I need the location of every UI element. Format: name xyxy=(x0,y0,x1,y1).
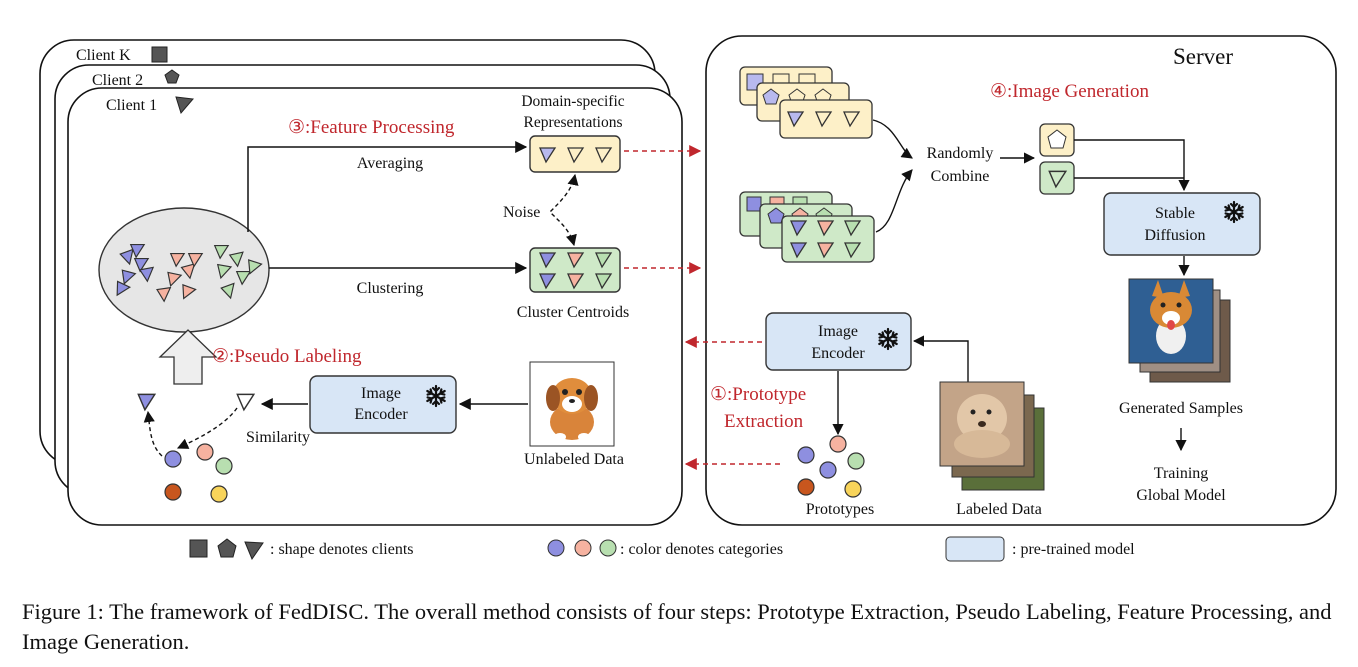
domain-specific-label-line2: Representations xyxy=(523,114,622,131)
legend-pretrained-label: : pre-trained model xyxy=(1012,541,1135,558)
client-encoder-label-line2: Encoder xyxy=(354,406,408,423)
assign-label-arrow xyxy=(143,410,163,457)
randomly-combine-label-line2: Combine xyxy=(931,168,990,185)
training-label-line2: Global Model xyxy=(1136,487,1226,504)
pseudo-label-up-arrow xyxy=(158,329,218,385)
similarity-arrow xyxy=(176,407,238,449)
legend-colors-label: : color denotes categories xyxy=(620,541,783,558)
legend xyxy=(189,536,1005,562)
stable-diffusion-label-line1: Stable xyxy=(1155,205,1195,222)
legend-shapes-label: : shape denotes clients xyxy=(270,541,414,558)
unlabeled-data-label: Unlabeled Data xyxy=(524,451,624,468)
step2-pseudo-labeling-label: ②:Pseudo Labeling xyxy=(212,346,362,367)
client-image-encoder xyxy=(309,375,457,434)
generated-samples-label: Generated Samples xyxy=(1119,400,1243,417)
server-encoder-label-line1: Image xyxy=(818,323,858,340)
similarity-label: Similarity xyxy=(246,429,310,446)
step1-prototype-label-line2: Extraction xyxy=(724,411,804,432)
randomly-combine-label-line1: Randomly xyxy=(927,145,994,162)
step3-feature-processing-label: ③:Feature Processing xyxy=(288,117,455,138)
stable-diffusion-box xyxy=(1103,192,1261,256)
labeled-data-label: Labeled Data xyxy=(956,501,1042,518)
client-2-label: Client 2 xyxy=(92,72,143,89)
server-prototypes xyxy=(797,435,865,498)
client-prototypes xyxy=(164,443,233,503)
pair-to-diffusion-arrow-a xyxy=(1074,139,1190,192)
server-image-encoder xyxy=(765,312,912,371)
centroid-stack xyxy=(739,191,875,263)
training-label-line1: Training xyxy=(1154,465,1209,482)
server-panel xyxy=(705,35,1337,526)
averaging-label: Averaging xyxy=(357,155,423,172)
labeled-to-encoder-arrow xyxy=(912,335,969,382)
domain-rep-stack xyxy=(739,66,873,139)
square-icon xyxy=(151,46,168,63)
feature-cloud xyxy=(98,207,270,333)
client-1-label: Client 1 xyxy=(106,97,157,114)
step1-prototype-label-line1: ①:Prototype xyxy=(710,384,806,405)
domain-specific-representations-box xyxy=(529,135,621,173)
noise-arrow xyxy=(549,173,579,247)
labeled-data-stack xyxy=(939,381,1045,491)
clustering-label: Clustering xyxy=(357,280,424,297)
stable-diffusion-label-line2: Diffusion xyxy=(1144,227,1205,244)
step4-image-generation-label: ④:Image Generation xyxy=(990,81,1149,102)
pentagon-icon xyxy=(164,69,180,84)
prototypes-label: Prototypes xyxy=(806,501,874,518)
client-1-panel xyxy=(67,87,683,526)
rep-to-combine-arrow xyxy=(872,119,913,159)
unlabeled-data-image xyxy=(529,361,615,447)
domain-specific-label-line1: Domain-specific xyxy=(521,93,624,110)
noise-label: Noise xyxy=(503,204,540,221)
combined-feature-pair xyxy=(1039,123,1075,195)
cluster-centroids-box xyxy=(529,247,621,293)
generated-samples-stack xyxy=(1128,278,1231,383)
server-encoder-label-line2: Encoder xyxy=(811,345,865,362)
server-title: Server xyxy=(1173,44,1233,69)
averaging-arrow xyxy=(247,141,528,232)
triangle-icon xyxy=(175,96,194,115)
feddisc-framework-diagram: Client K Client 2 Client 1 ③:Feature Pro… xyxy=(39,35,1337,562)
client-encoder-label-line1: Image xyxy=(361,385,401,402)
client-k-label: Client K xyxy=(76,47,131,64)
cluster-centroids-label: Cluster Centroids xyxy=(517,304,629,321)
centroid-to-combine-arrow xyxy=(875,169,913,233)
figure-caption: Figure 1: The framework of FedDISC. The … xyxy=(22,599,1332,654)
